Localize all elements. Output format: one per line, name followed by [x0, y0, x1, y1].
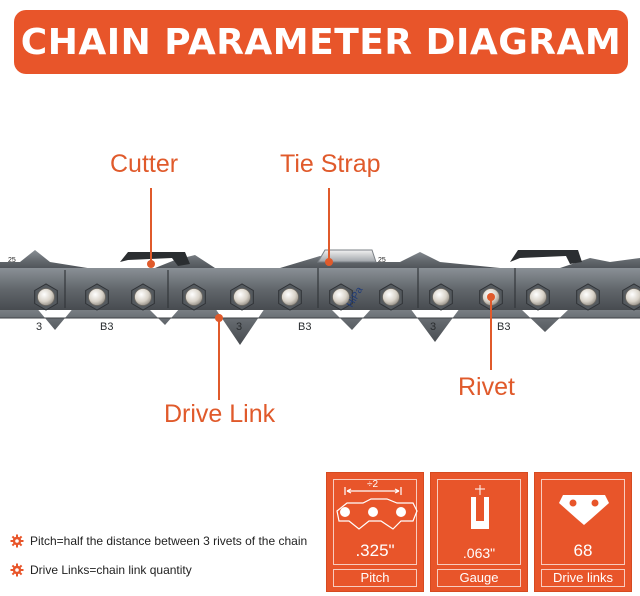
cutter-marker	[147, 260, 155, 268]
tie-strap-marker	[325, 258, 333, 266]
drive-links-card: 68 Drive links	[534, 472, 632, 592]
drive-link-icon	[559, 495, 609, 525]
drive-link-number: 3	[236, 321, 242, 333]
rivet	[382, 288, 400, 306]
pitch-card-frame	[333, 479, 417, 565]
tie-strap	[317, 249, 377, 263]
rivet	[281, 288, 299, 306]
drive-links-value: 68	[573, 541, 593, 560]
rivets	[34, 283, 640, 311]
cutter-label: Cutter	[110, 150, 179, 178]
rivet	[88, 288, 106, 306]
rivet	[579, 288, 597, 306]
gauge-label: Gauge	[437, 569, 521, 587]
rivet	[233, 288, 251, 306]
link-code: B3	[497, 321, 510, 333]
cutter-number: 25	[8, 257, 16, 264]
gauge-card-frame	[437, 479, 521, 565]
note-drive-links: Drive Links=chain link quantity	[10, 563, 192, 577]
rivet-marker	[487, 293, 495, 301]
drive-link-number: 3	[36, 321, 42, 333]
drive-link-tooth	[0, 300, 640, 345]
drive-link-number: 3	[430, 321, 436, 333]
gear-icon	[10, 563, 24, 577]
cutter-teeth	[120, 249, 582, 266]
note-pitch: Pitch=half the distance between 3 rivets…	[10, 534, 307, 548]
gauge-value: .063"	[462, 545, 496, 561]
rivet	[332, 288, 350, 306]
gauge-card: .063" Gauge	[430, 472, 528, 592]
link-code: B3	[100, 321, 113, 333]
pitch-card: ÷2 .325" Pitch	[326, 472, 424, 592]
cutter-number: 25	[378, 257, 386, 264]
link-code: B3	[298, 321, 311, 333]
rivet	[625, 288, 640, 306]
rivet	[432, 288, 450, 306]
rivet-label: Rivet	[458, 373, 515, 401]
gear-icon	[10, 534, 24, 548]
gauge-icon	[471, 485, 489, 529]
title-banner: CHAIN PARAMETER DIAGRAM	[14, 10, 628, 74]
page-title: CHAIN PARAMETER DIAGRAM	[20, 21, 622, 63]
note-drive-links-text: Drive Links=chain link quantity	[30, 563, 192, 577]
drive-links-card-frame	[541, 479, 625, 565]
pitch-dimension: ÷2	[367, 479, 378, 490]
drive-links-label: Drive links	[541, 569, 625, 587]
drive-link-label: Drive Link	[164, 400, 276, 428]
rivet	[37, 288, 55, 306]
rivet	[529, 288, 547, 306]
pitch-label: Pitch	[333, 569, 417, 587]
rivet	[134, 288, 152, 306]
note-pitch-text: Pitch=half the distance between 3 rivets…	[30, 534, 308, 548]
chain-illustration: 3 B3 3 B3 3 B3 HiPa 25 25	[0, 188, 640, 400]
tie-strap-label: Tie Strap	[280, 150, 381, 178]
rivet	[185, 288, 203, 306]
pitch-icon: ÷2	[336, 479, 418, 530]
pitch-value: .325"	[355, 541, 395, 560]
drive-link-marker	[215, 314, 223, 322]
